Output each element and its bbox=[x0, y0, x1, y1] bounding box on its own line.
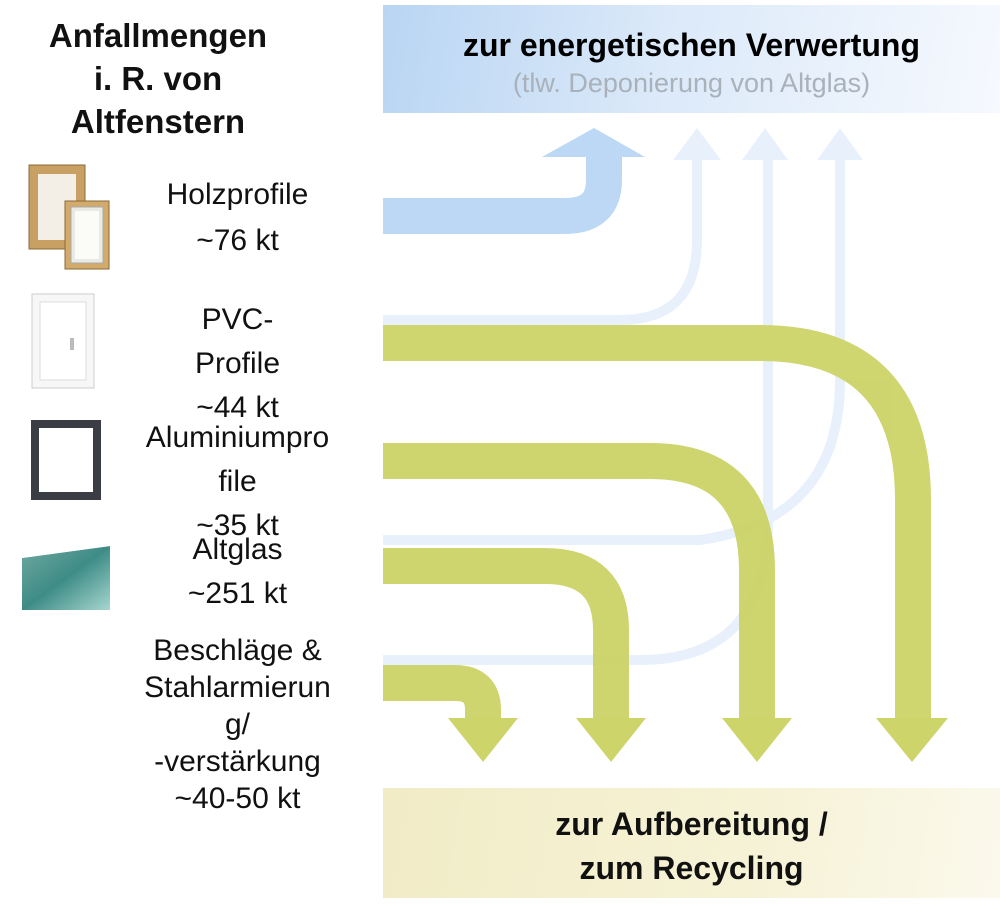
label-line: ~40-50 kt bbox=[174, 782, 301, 815]
label-line: Altglas bbox=[192, 533, 283, 566]
faint-arrowhead-icon bbox=[673, 128, 721, 160]
label-line: ~35 kt bbox=[196, 509, 279, 542]
flow-fittings-recycling bbox=[383, 665, 501, 722]
label-line: ~44 kt bbox=[196, 391, 279, 424]
label-line: Stahlarmierun bbox=[144, 671, 331, 704]
title-line: Anfallmengen bbox=[48, 17, 268, 54]
recycling-line: zur Aufbereitung / bbox=[555, 806, 828, 842]
pvc-window-image bbox=[31, 293, 95, 389]
arrowhead-down-icon bbox=[448, 718, 518, 762]
label-line: g/ bbox=[224, 708, 251, 741]
flow-wood-energy bbox=[383, 155, 622, 234]
energy-recovery-banner: zur energetischen Verwertung (tlw. Depon… bbox=[383, 5, 1000, 113]
wood-window-image bbox=[28, 164, 110, 270]
label-line: file bbox=[218, 465, 257, 498]
faint-flow-alu-energy bbox=[383, 150, 845, 545]
label-line: PVC- bbox=[201, 303, 274, 336]
arrowhead-down-icon bbox=[576, 718, 646, 762]
flow-pvc-recycling bbox=[383, 325, 931, 720]
energy-heading: zur energetischen Verwertung bbox=[462, 27, 920, 63]
label-line: Holzprofile bbox=[166, 178, 309, 211]
recycling-line: zum Recycling bbox=[579, 850, 804, 886]
faint-arrowhead-icon bbox=[817, 128, 863, 160]
label-line: Beschläge & bbox=[153, 634, 322, 667]
flow-glass-recycling bbox=[383, 548, 629, 720]
label-line: ~251 kt bbox=[187, 577, 288, 610]
aluminium-window-image bbox=[31, 420, 101, 500]
waste-glass-image bbox=[22, 538, 110, 610]
recycling-banner: zur Aufbereitung / zum Recycling bbox=[383, 788, 1000, 898]
arrowhead-down-icon bbox=[876, 718, 948, 762]
faint-flow-pvc-energy bbox=[383, 150, 702, 325]
title-line: Altfenstern bbox=[70, 103, 246, 140]
label-line: ~76 kt bbox=[196, 224, 279, 257]
arrowhead-up-icon bbox=[542, 128, 645, 157]
material-label-aluminium: Aluminiumpro file ~35 kt bbox=[120, 416, 355, 548]
material-label-pvc: PVC- Profile ~44 kt bbox=[120, 298, 355, 430]
title-line: i. R. von bbox=[93, 60, 223, 97]
flow-alu-recycling bbox=[383, 443, 775, 720]
label-line: Aluminiumpro bbox=[145, 421, 330, 454]
material-label-glass: Altglas ~251 kt bbox=[120, 528, 355, 616]
material-label-wood: Holzprofile ~76 kt bbox=[120, 172, 355, 264]
arrowhead-down-icon bbox=[722, 718, 792, 762]
energy-subheading: (tlw. Deponierung von Altglas) bbox=[512, 68, 871, 98]
faint-arrowhead-icon bbox=[742, 128, 788, 160]
label-line: -verstärkung bbox=[154, 745, 321, 778]
label-line: Profile bbox=[194, 347, 281, 380]
diagram-title: Anfallmengen i. R. von Altfenstern bbox=[0, 14, 316, 143]
material-label-fittings: Beschläge & Stahlarmierun g/ -verstärkun… bbox=[120, 632, 355, 817]
